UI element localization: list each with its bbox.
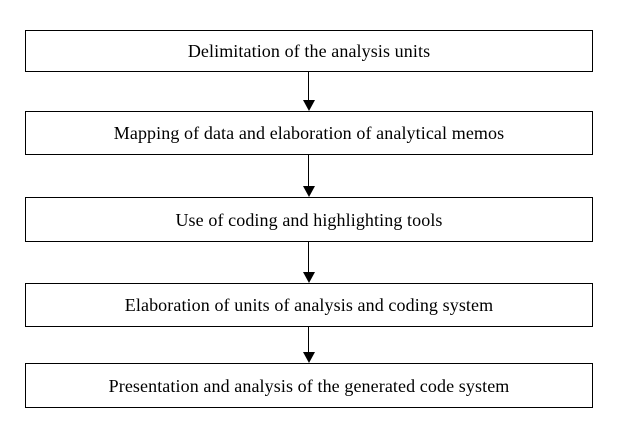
connector-line-icon <box>308 242 309 274</box>
arrowhead-down-icon <box>303 272 315 283</box>
arrowhead-down-icon <box>303 352 315 363</box>
arrowhead-down-icon <box>303 186 315 197</box>
flow-step-5-label: Presentation and analysis of the generat… <box>108 375 510 396</box>
connector-arrow-4-to-5 <box>303 327 315 363</box>
connector-line-icon <box>308 72 309 102</box>
flow-step-1-label: Delimitation of the analysis units <box>187 41 431 61</box>
arrowhead-down-icon <box>303 100 315 111</box>
flow-step-5: Presentation and analysis of the generat… <box>25 363 593 408</box>
connector-arrow-2-to-3 <box>303 155 315 197</box>
connector-line-icon <box>308 327 309 354</box>
flow-step-2: Mapping of data and elaboration of analy… <box>25 111 593 155</box>
connector-arrow-1-to-2 <box>303 72 315 111</box>
flow-step-3: Use of coding and highlighting tools <box>25 197 593 242</box>
connector-arrow-3-to-4 <box>303 242 315 283</box>
flow-step-3-label: Use of coding and highlighting tools <box>175 209 443 230</box>
connector-line-icon <box>308 155 309 188</box>
flow-step-4: Elaboration of units of analysis and cod… <box>25 283 593 327</box>
flow-step-4-label: Elaboration of units of analysis and cod… <box>124 295 494 315</box>
flow-step-1: Delimitation of the analysis units <box>25 30 593 72</box>
flow-step-2-label: Mapping of data and elaboration of analy… <box>113 123 505 143</box>
